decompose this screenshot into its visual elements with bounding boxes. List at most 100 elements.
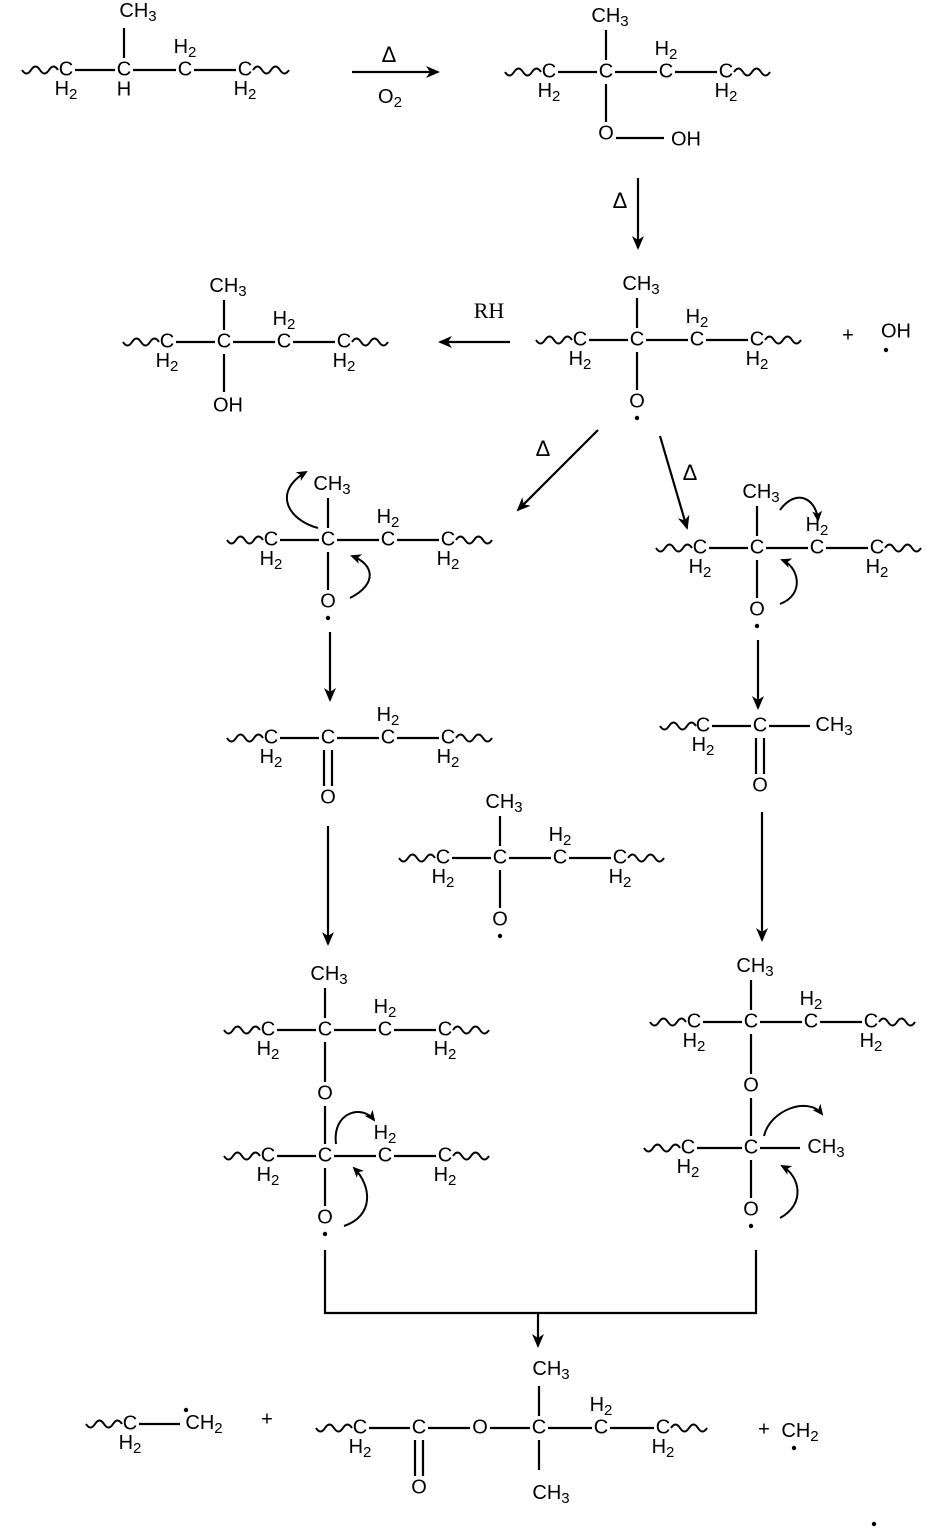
radical-dot: [322, 1231, 328, 1237]
h2-label: H2: [715, 80, 738, 105]
heat-label: Δ: [536, 436, 551, 461]
wavy-bond: [252, 65, 290, 75]
wavy-bond: [504, 67, 542, 77]
wavy-bond: [226, 733, 264, 743]
wavy-bond: [223, 1025, 261, 1035]
h2-label: H2: [434, 1164, 457, 1189]
h2-label: H2: [549, 824, 572, 849]
oxygen-atom: O: [743, 1198, 759, 1220]
oxygen-atom: O: [752, 774, 768, 796]
electron-push-arrow: [334, 1109, 376, 1145]
h2-label: H2: [377, 704, 400, 729]
carbon-atom: C: [753, 714, 767, 736]
electron-push-arrow: [763, 1103, 824, 1137]
h2-label: H2: [273, 308, 296, 333]
rh-reagent-label: RH: [474, 298, 505, 323]
wavy-bond: [455, 733, 493, 743]
radical-dot: [325, 615, 331, 621]
heat-label: Δ: [382, 42, 397, 67]
methyl-label: CH3: [742, 481, 779, 506]
carbon-atom: C: [870, 536, 884, 558]
wavy-bond: [627, 853, 665, 863]
radical-dot: [791, 1445, 797, 1451]
methyl-label: CH3: [532, 1482, 569, 1507]
methyl-label: CH3: [485, 791, 522, 816]
plus-sign: +: [261, 1408, 273, 1430]
h2-label: H2: [55, 78, 78, 103]
carbon-atom: C: [613, 846, 627, 868]
carbon-atom: C: [493, 846, 507, 868]
carbon-atom: C: [321, 726, 335, 748]
carbon-atom: C: [123, 1412, 137, 1434]
hydrogen-atom: H: [117, 78, 131, 100]
carbon-atom: C: [438, 1018, 452, 1040]
oxygen-atom: O: [320, 786, 336, 808]
oxygen-atom: O: [317, 1082, 333, 1104]
h2-label: H2: [677, 1156, 700, 1181]
methyl-label: CH3: [736, 955, 773, 980]
carbon-atom: C: [656, 1416, 670, 1438]
carbon-atom: C: [696, 714, 710, 736]
methyl-label: CH3: [622, 273, 659, 298]
h2-label: H2: [609, 866, 632, 891]
carbon-atom: C: [321, 528, 335, 550]
reaction-arrow: [516, 429, 599, 512]
carbon-atom: C: [744, 1136, 758, 1158]
h2-label: H2: [683, 1030, 706, 1055]
carbon-atom: C: [353, 1416, 367, 1438]
radical-dot: [754, 623, 760, 629]
carbon-atom: C: [599, 60, 613, 82]
h2-label: H2: [234, 78, 257, 103]
h2-label: H2: [257, 1164, 280, 1189]
wavy-bond: [733, 67, 771, 77]
carbon-atom: C: [378, 1144, 392, 1166]
radical-dot: [497, 933, 503, 939]
carbon-atom: C: [573, 328, 587, 350]
h2-label: H2: [655, 38, 678, 63]
oxygen-atom: O: [749, 598, 765, 620]
carbon-atom: C: [261, 1144, 275, 1166]
h2-label: H2: [257, 1038, 280, 1063]
carbon-atom: C: [810, 536, 824, 558]
radical-dot: [634, 415, 640, 421]
carbon-atom: C: [542, 60, 556, 82]
oxygen-atom: O: [743, 1074, 759, 1096]
h2-label: H2: [377, 506, 400, 531]
radical-dot: [183, 1407, 189, 1413]
carbon-atom: C: [337, 330, 351, 352]
oxygen-atom: O: [472, 1416, 488, 1438]
oxygen-atom: O: [629, 390, 645, 412]
carbon-atom: C: [117, 58, 131, 80]
plus-sign: +: [842, 324, 854, 346]
wavy-bond: [226, 535, 264, 545]
carbon-atom: C: [378, 1018, 392, 1040]
hydroxyl-radical-label: OH: [881, 320, 911, 342]
wavy-bond: [452, 1151, 490, 1161]
carbon-atom: C: [719, 60, 733, 82]
methyl-label: CH3: [807, 1136, 844, 1161]
h2-label: H2: [156, 350, 179, 375]
carbon-atom: C: [381, 726, 395, 748]
carbon-atom: C: [318, 1144, 332, 1166]
oxygen-atom: O: [598, 122, 614, 144]
carbon-atom: C: [864, 1010, 878, 1032]
reaction-arrow: [658, 435, 690, 530]
h2-label: H2: [686, 306, 709, 331]
wavy-bond: [398, 853, 436, 863]
carbon-atom: C: [532, 1416, 546, 1438]
wavy-bond: [878, 1017, 916, 1027]
carbon-atom: C: [693, 536, 707, 558]
heat-label: Δ: [683, 460, 698, 485]
oxygen-atom: O: [320, 590, 336, 612]
methyl-label: CH3: [119, 0, 156, 25]
electron-push-arrow: [779, 496, 823, 522]
h2-label: H2: [860, 1030, 883, 1055]
wavy-bond: [223, 1151, 261, 1161]
methyl-label: CH3: [313, 473, 350, 498]
oxygen-reagent-label: O2: [378, 86, 402, 111]
carbon-atom: C: [594, 1416, 608, 1438]
h2-label: H2: [437, 746, 460, 771]
wavy-bond: [764, 335, 802, 345]
methylene-radical-label: CH2: [185, 1412, 222, 1437]
wavy-bond: [122, 337, 160, 347]
